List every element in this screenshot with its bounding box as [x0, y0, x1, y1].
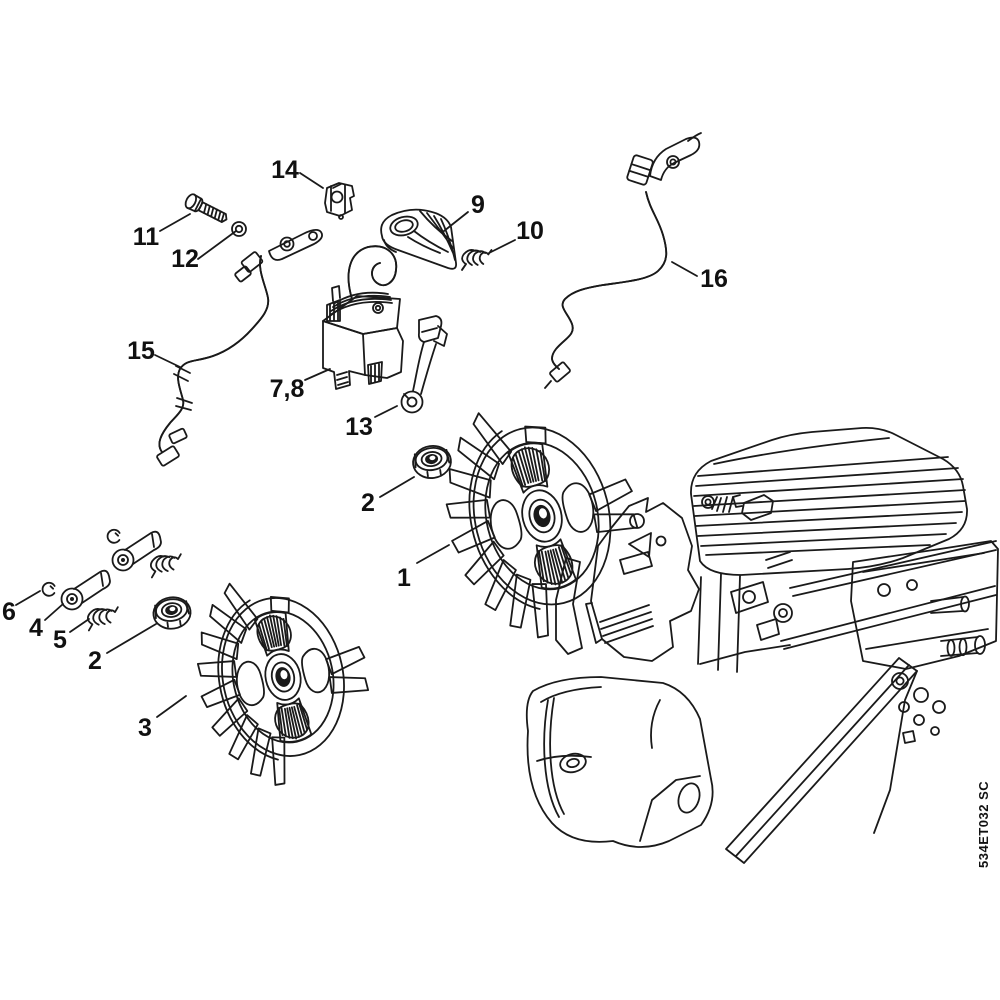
callout-12: 12 [171, 245, 199, 273]
callout-11: 11 [133, 223, 160, 251]
washer [231, 221, 247, 237]
pawl-spring-upper [146, 549, 186, 579]
callout-2-upper: 2 [361, 489, 375, 517]
flywheel-1 [423, 378, 662, 657]
shroud-cover [380, 208, 457, 270]
callout-10: 10 [516, 217, 544, 245]
collar-nut-upper [410, 442, 454, 482]
flywheel-3 [179, 556, 387, 800]
pawl-4 [60, 569, 111, 611]
callout-5: 5 [53, 626, 67, 654]
e-clip-upper [105, 527, 122, 545]
collar-nut-lower [150, 593, 194, 633]
ignition-module [322, 285, 404, 390]
pawl-spring-5 [83, 602, 123, 632]
link-strap [400, 315, 448, 414]
callout-leader-lines [15, 172, 698, 718]
wire-harness-15 [156, 229, 323, 467]
ignition-lead-loop [347, 245, 398, 300]
callout-6: 6 [2, 598, 16, 626]
e-clip-6 [40, 580, 57, 598]
callout-3: 3 [138, 714, 152, 742]
spark-plug [701, 494, 774, 521]
clip [324, 182, 355, 220]
callout-1: 1 [397, 564, 411, 592]
callout-9: 9 [471, 191, 485, 219]
callout-14: 14 [271, 156, 299, 184]
drawing-code: 534ET032 SC [976, 781, 991, 868]
callout-7-8: 7,8 [270, 375, 305, 403]
engine-assembly [525, 426, 999, 864]
callout-2-lower: 2 [88, 647, 102, 675]
callout-13: 13 [345, 413, 373, 441]
pawl-upper [111, 530, 162, 572]
callout-16: 16 [700, 265, 728, 293]
callout-15: 15 [127, 337, 155, 365]
callout-4: 4 [29, 614, 43, 642]
callout-labels: 14 11 12 9 10 16 15 7,8 13 2 1 6 4 5 2 3 [2, 156, 728, 742]
spring-10-tail [461, 263, 467, 271]
wire-harness-16 [544, 132, 702, 389]
screw [184, 193, 228, 223]
